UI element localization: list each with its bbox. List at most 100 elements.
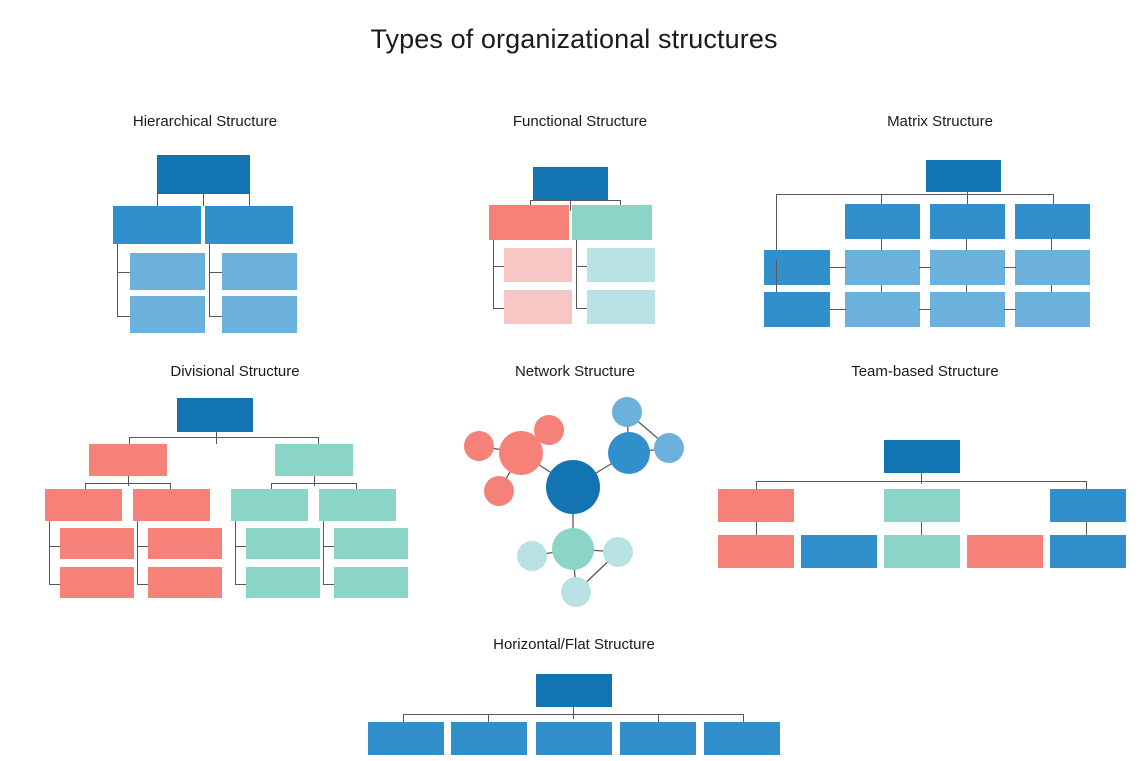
node-root	[926, 160, 1001, 192]
connector	[271, 483, 357, 484]
connector	[1004, 267, 1016, 268]
node-peer	[368, 722, 444, 755]
connector	[49, 584, 60, 585]
connector	[881, 239, 882, 251]
node-column-header	[845, 204, 920, 239]
connector	[776, 194, 1054, 195]
connector	[216, 432, 217, 444]
connector	[576, 240, 577, 309]
node-peer	[704, 722, 780, 755]
node-column-header	[1015, 204, 1090, 239]
node-subfunction	[504, 248, 572, 282]
connector	[1053, 194, 1054, 205]
node-leaf	[246, 567, 320, 598]
connector	[209, 316, 222, 317]
connector	[49, 521, 50, 584]
connector	[235, 584, 246, 585]
connector	[403, 714, 744, 715]
node-leaf	[148, 567, 222, 598]
connector	[966, 285, 967, 297]
connector	[137, 584, 148, 585]
connector	[235, 546, 246, 547]
node-leaf	[334, 528, 408, 559]
connector	[921, 473, 922, 484]
connector	[49, 546, 60, 547]
node-root	[533, 167, 608, 200]
connector	[881, 285, 882, 297]
node-leaf	[60, 528, 134, 559]
node-staff	[130, 253, 205, 290]
connector	[776, 194, 777, 260]
connector	[756, 522, 757, 536]
node-unit	[45, 489, 122, 521]
connector	[323, 521, 324, 584]
connector	[1051, 239, 1052, 251]
connector	[1004, 309, 1016, 310]
node-subfunction	[587, 290, 655, 324]
connector	[170, 483, 171, 491]
connector	[203, 193, 204, 206]
node-peer	[620, 722, 696, 755]
connector	[488, 714, 489, 723]
connector	[403, 714, 404, 723]
chart-divisional: Divisional Structure	[0, 0, 440, 598]
chart-functional: Functional Structure	[0, 0, 655, 340]
node-team-lead	[884, 489, 960, 522]
node-row-label	[764, 250, 830, 285]
node-function	[572, 205, 652, 240]
network-node-salmon-a	[464, 431, 494, 461]
node-subfunction	[587, 248, 655, 282]
connector	[85, 483, 86, 491]
node-subfunction	[504, 290, 572, 324]
connector	[85, 483, 171, 484]
connector	[570, 200, 571, 211]
node-team-lead	[718, 489, 794, 522]
node-column-header	[930, 204, 1005, 239]
node-unit	[133, 489, 210, 521]
connector	[323, 584, 334, 585]
connector	[881, 194, 882, 205]
node-staff	[130, 296, 205, 333]
connector	[967, 192, 968, 205]
node-row-label	[764, 292, 830, 327]
connector	[493, 266, 504, 267]
chart-title-network: Network Structure	[514, 363, 636, 380]
node-leaf	[60, 567, 134, 598]
connector	[235, 521, 236, 584]
node-leaf	[246, 528, 320, 559]
node-team-member	[884, 535, 960, 568]
node-leaf	[148, 528, 222, 559]
network-node-salmon-c	[484, 476, 514, 506]
node-unit	[231, 489, 308, 521]
connector	[966, 239, 967, 251]
node-staff	[222, 296, 297, 333]
node-matrix-cell	[1015, 250, 1090, 285]
connector	[323, 546, 334, 547]
connector	[756, 481, 1087, 482]
connector	[117, 272, 130, 273]
connector	[129, 437, 319, 438]
chart-title-functional: Functional Structure	[512, 113, 648, 130]
chart-team-based: Team-based Structure	[0, 0, 1126, 568]
connector	[157, 193, 250, 194]
node-matrix-cell	[1015, 292, 1090, 327]
node-root	[157, 155, 250, 193]
connector	[1086, 522, 1087, 536]
node-team-member	[801, 535, 877, 568]
connector	[137, 546, 148, 547]
node-staff	[222, 253, 297, 290]
chart-title-hierarchical: Hierarchical Structure	[132, 113, 278, 130]
node-root	[177, 398, 253, 432]
network-node-salmon-hub	[499, 431, 543, 475]
network-node-teal-hub	[552, 528, 594, 570]
node-peer	[536, 722, 612, 755]
network-node-blue-a	[612, 397, 642, 427]
node-division	[275, 444, 353, 476]
connector	[1086, 481, 1087, 490]
network-node-teal-a	[517, 541, 547, 571]
node-matrix-cell	[845, 250, 920, 285]
connector	[919, 267, 931, 268]
node-root	[536, 674, 612, 707]
chart-title-horizontal-flat: Horizontal/Flat Structure	[493, 636, 655, 653]
